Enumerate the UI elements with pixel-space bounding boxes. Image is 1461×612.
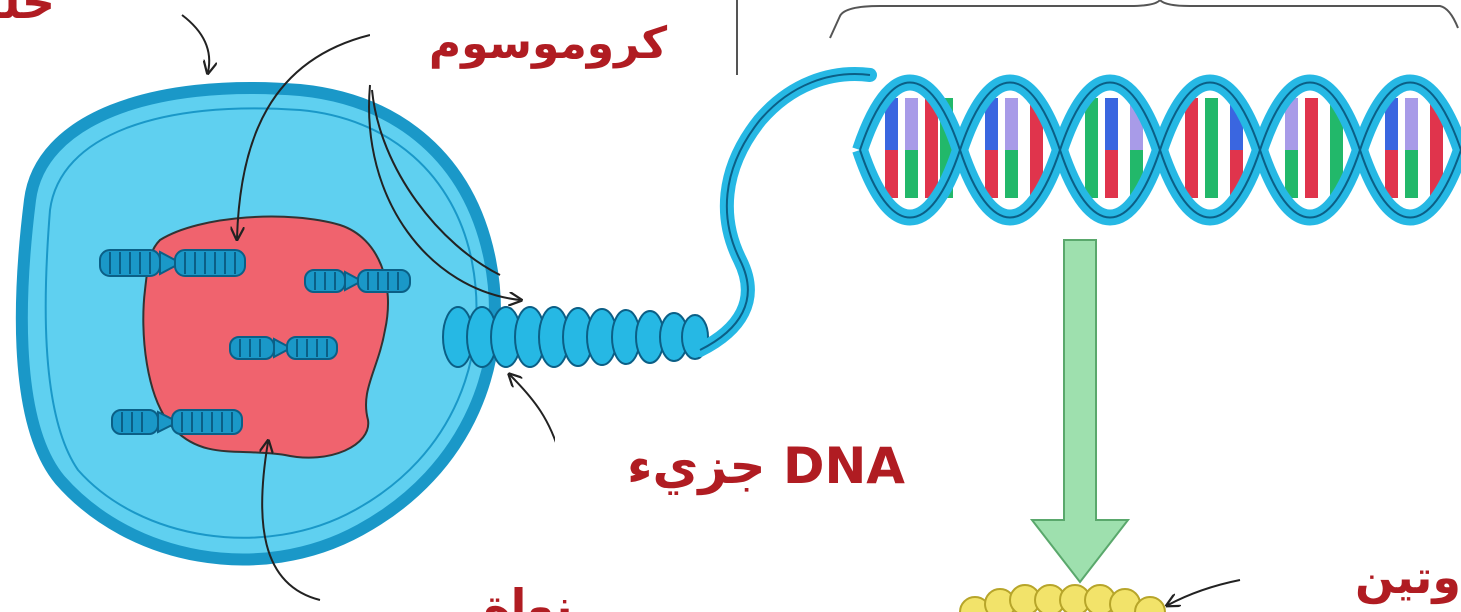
label-protein: وتين <box>1355 550 1461 604</box>
base-bottom <box>1405 150 1418 198</box>
label-nucleus: نواة <box>483 579 572 612</box>
base-bottom <box>905 150 918 198</box>
base-bottom <box>1205 150 1218 198</box>
base-bottom <box>1105 150 1118 198</box>
base-top <box>905 98 918 150</box>
curved-arrow-icon <box>510 375 560 455</box>
uncoiling-strand <box>700 74 870 350</box>
base-top <box>1105 98 1118 150</box>
base-top <box>1305 98 1318 150</box>
label-dna-molecule: جزيء DNA <box>627 437 905 496</box>
label-cell: خلية <box>0 0 55 29</box>
helix-bracket <box>830 0 1458 38</box>
coiled-chromatin <box>443 307 708 367</box>
base-bottom <box>1005 150 1018 198</box>
curved-arrow-icon <box>182 15 209 72</box>
dna-double-helix <box>860 83 1461 218</box>
base-top <box>1005 98 1018 150</box>
protein <box>960 585 1165 612</box>
label-chromosome: كروموسوم <box>429 18 668 69</box>
base-bottom <box>1305 150 1318 198</box>
base-top <box>1405 98 1418 150</box>
chromosome <box>112 410 242 434</box>
base-top <box>1205 98 1218 150</box>
curved-arrow-icon <box>1168 580 1240 605</box>
down-arrow-icon <box>1032 240 1128 582</box>
